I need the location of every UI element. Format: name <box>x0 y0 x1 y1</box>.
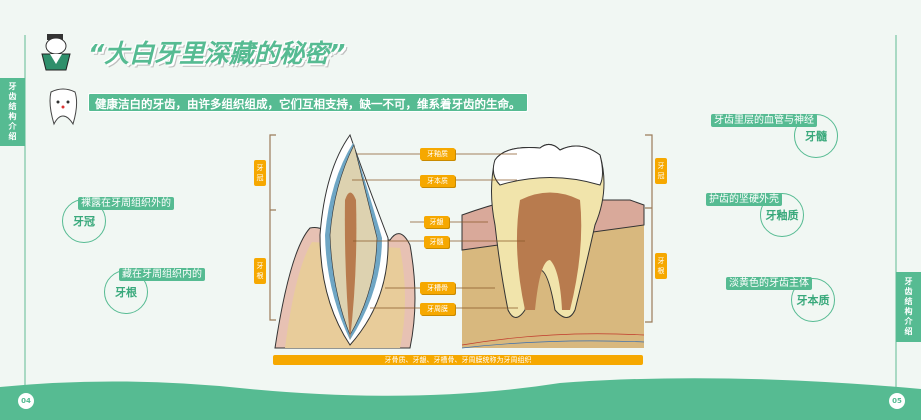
note-crown-name: 牙冠 <box>73 215 95 228</box>
page-number-left: 04 <box>18 393 34 409</box>
note-dentin-name: 牙本质 <box>796 294 830 307</box>
note-pulp-tag: 牙齿里层的血管与神经 <box>711 114 817 127</box>
label-gum: 牙龈 <box>424 216 449 228</box>
bracket-label-root-left: 牙根 <box>254 258 266 284</box>
note-dentin-circle: 牙本质 <box>791 278 835 322</box>
bottom-wave <box>0 378 921 420</box>
right-rule <box>895 35 897 395</box>
label-pulp: 牙髓 <box>424 236 449 248</box>
tooth-anatomy-diagram <box>269 133 653 349</box>
subtitle-banner: 健康洁白的牙齿，由许多组织组成，它们互相支持，缺一不可，维系着牙齿的生命。 <box>88 93 528 112</box>
bracket-label-crown-left: 牙冠 <box>254 160 266 186</box>
side-tab-left[interactable]: 牙齿结构介绍 <box>0 78 25 146</box>
mascot-icon <box>41 34 71 71</box>
note-root-name: 牙根 <box>115 286 137 299</box>
bracket-label-crown-right: 牙冠 <box>655 158 667 184</box>
brackets <box>269 134 653 323</box>
note-enamel-circle: 牙釉质 <box>760 193 804 237</box>
footer-note-bar: 牙骨质、牙龈、牙槽骨、牙周膜统称为牙周组织 <box>273 355 643 365</box>
label-dentin: 牙本质 <box>420 175 455 187</box>
bracket-label-root-right: 牙根 <box>655 253 667 279</box>
label-alveolar-bone: 牙槽骨 <box>420 282 455 294</box>
label-periodontal-membrane: 牙周膜 <box>420 303 455 315</box>
label-enamel: 牙釉质 <box>420 148 455 160</box>
tooth-mascot-icon <box>49 88 78 126</box>
molar-drawing <box>461 144 645 349</box>
note-dentin-tag: 淡黄色的牙齿主体 <box>726 277 812 290</box>
note-crown-tag: 裸露在牙周组织外的 <box>78 197 174 210</box>
page-title: “大白牙里深藏的秘密” <box>88 39 346 68</box>
side-tab-right[interactable]: 牙齿结构介绍 <box>896 272 921 342</box>
note-enamel-tag: 护齿的坚硬外壳 <box>706 193 782 206</box>
page-number-right: 05 <box>889 393 905 409</box>
note-root-tag: 藏在牙周组织内的 <box>119 268 205 281</box>
left-rule <box>24 35 26 395</box>
note-enamel-name: 牙釉质 <box>765 209 799 222</box>
incisor-drawing <box>274 133 416 349</box>
note-pulp-name: 牙髓 <box>805 130 827 143</box>
